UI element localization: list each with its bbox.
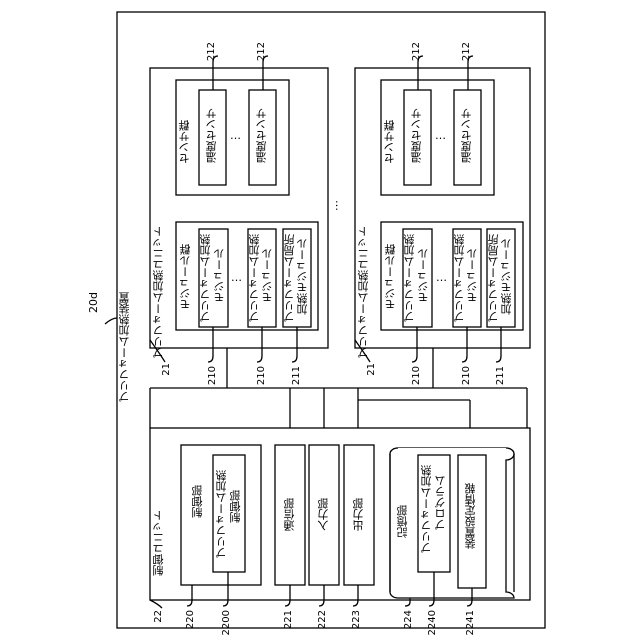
output-ref: 223 [352, 610, 362, 629]
heating-controller-line1: プリフォーム加熱 [216, 470, 227, 558]
heating-controller-line2: 制御部 [230, 490, 241, 523]
output-label: 出力部 [353, 498, 364, 531]
program-ref: 2240 [428, 610, 438, 635]
module-label-line1: プリフォーム加熱 [249, 234, 260, 322]
temperature-sensor-label: 温度センサ [461, 108, 472, 163]
control-unit-title: 制御ユニット [153, 510, 164, 576]
controller-label: 制御部 [192, 485, 203, 518]
module-label-line1: プリフォーム加熱 [200, 234, 211, 322]
temperature-sensor-label: 温度センサ [206, 108, 217, 163]
temperature-sensor-label: 温度センサ [411, 108, 422, 163]
heating-unit-ref: 21 [162, 363, 172, 376]
module-label-line2: モジュール [467, 248, 478, 303]
module-ref: 210 [412, 366, 422, 385]
module-group-title: モジュール群 [180, 244, 191, 310]
comm-ref: 221 [284, 610, 294, 629]
local-module-label-line1: プリフォーム局所 [284, 234, 295, 322]
module-label-line2: モジュール [262, 248, 273, 303]
storage-ref: 224 [404, 610, 414, 629]
module-ref: 210 [257, 366, 267, 385]
heating-unit-title: プリフォーム加熱ユニット [358, 226, 369, 358]
device-title: プリフォーム加熱装置 [119, 292, 130, 402]
module-group-title: モジュール群 [385, 244, 396, 310]
device-ref: 20d [88, 292, 99, 313]
sensor-group-title: センサ群 [179, 120, 190, 164]
module-label-line1: プリフォーム加熱 [454, 234, 465, 322]
heating-unit-ref: 21 [367, 363, 377, 376]
program-label-line2: プログラム [435, 475, 446, 530]
local-module-label-line2: 加熱モジュール [297, 238, 308, 315]
settings-label: 装置設定情報 [465, 483, 476, 549]
sensor-ref: 212 [462, 42, 472, 61]
module-ref: 210 [462, 366, 472, 385]
ellipsis: … [230, 130, 242, 141]
heating-controller-ref: 2200 [222, 610, 232, 635]
local-module-ref: 211 [292, 366, 302, 385]
input-ref: 222 [318, 610, 328, 629]
controller-ref: 220 [186, 610, 196, 629]
ellipsis: … [435, 130, 447, 141]
program-label-line1: プリフォーム加熱 [421, 465, 432, 553]
heating-unit-title: プリフォーム加熱ユニット [153, 226, 164, 358]
local-module-ref: 211 [496, 366, 506, 385]
ellipsis: … [334, 200, 345, 212]
settings-ref: 2241 [466, 610, 476, 635]
module-label-line2: モジュール [418, 248, 429, 303]
local-module-label-line1: プリフォーム局所 [488, 234, 499, 322]
storage-label: 記憶部 [397, 505, 408, 538]
local-module-label-line2: 加熱モジュール [501, 238, 512, 315]
module-label-line1: プリフォーム加熱 [404, 234, 415, 322]
sensor-ref: 212 [207, 42, 217, 61]
sensor-ref: 212 [412, 42, 422, 61]
ellipsis: … [436, 272, 448, 283]
comm-label: 通信部 [284, 498, 295, 531]
temperature-sensor-label: 温度センサ [256, 108, 267, 163]
module-label-line2: モジュール [214, 248, 225, 303]
sensor-group-title: センサ群 [384, 120, 395, 164]
module-ref: 210 [208, 366, 218, 385]
input-label: 入力部 [318, 498, 329, 531]
control-unit-ref: 22 [154, 610, 164, 623]
sensor-ref: 212 [257, 42, 267, 61]
ellipsis: … [231, 272, 243, 283]
